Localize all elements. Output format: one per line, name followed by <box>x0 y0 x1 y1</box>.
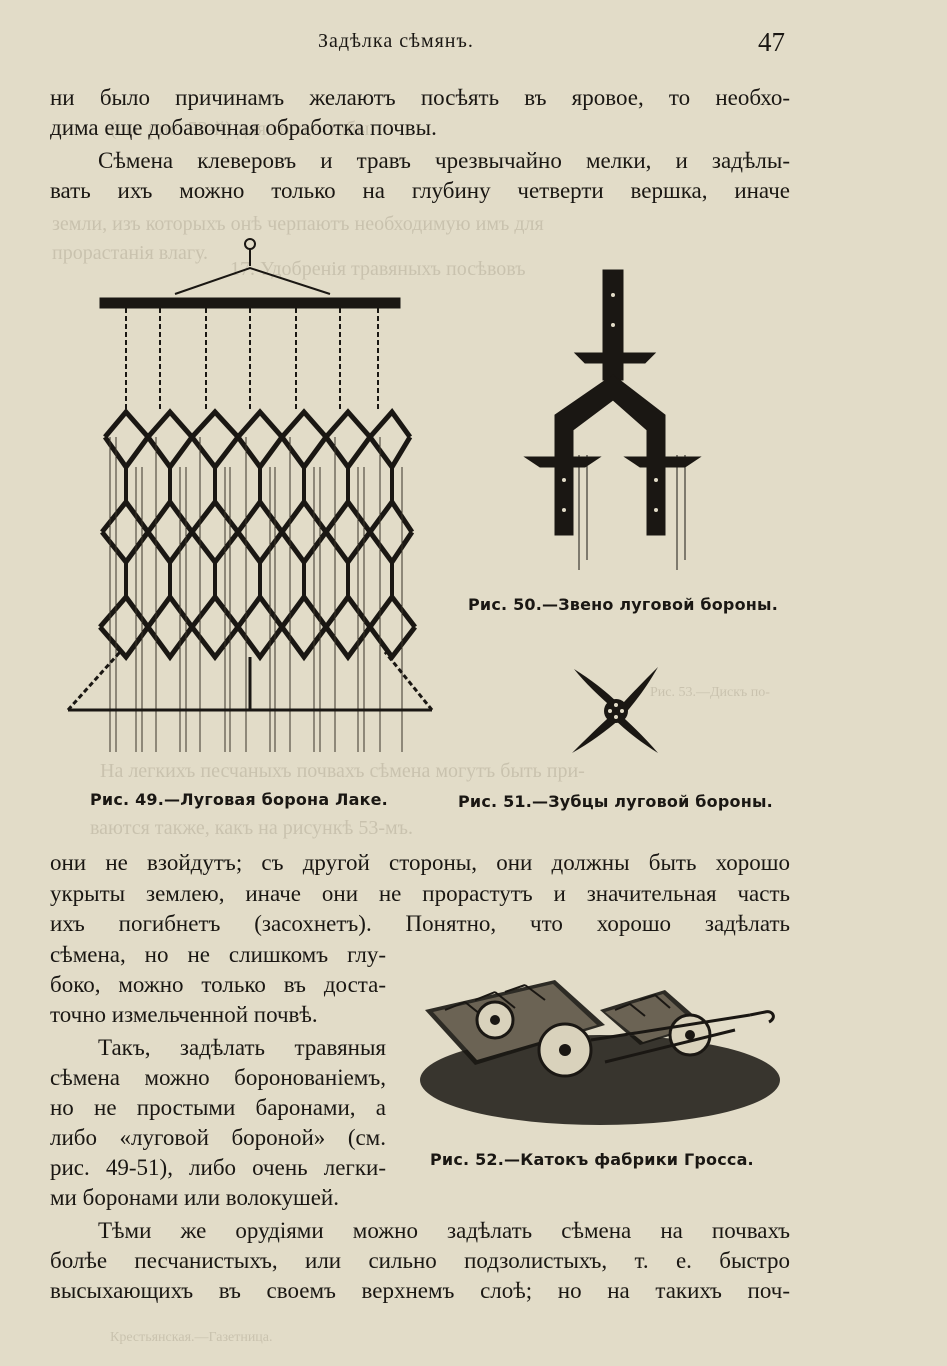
show-through-text: земли, изъ которыхъ онѣ черпаютъ необход… <box>52 213 544 235</box>
body-text-line: Такъ, задѣлать травяныя <box>98 1035 386 1060</box>
show-through-text: Крестьянская.—Газетница. <box>110 1330 273 1345</box>
body-text-line: Тѣми же орудіями можно задѣлать сѣмена н… <box>98 1218 790 1243</box>
show-through-text: прорастанія влагу. <box>52 242 209 264</box>
page-number: 47 <box>758 27 785 57</box>
harrow-link-illustration <box>523 269 702 570</box>
body-text-line: ихъ погибнетъ (засохнетъ). Понятно, что … <box>50 911 790 936</box>
figure-49-caption: Рис. 49.—Луговая борона Лаке. <box>90 790 388 809</box>
body-text-line: рис. 49-51), либо очень легки- <box>50 1155 386 1180</box>
show-through-text: ваются также, какъ на рисункѣ 53-мъ. <box>90 817 413 839</box>
body-text-line: дима еще добавочная обработка почвы. <box>50 115 437 140</box>
body-text-line: укрыты землею, иначе они не прорастутъ и… <box>50 881 790 906</box>
roller-illustration <box>420 980 780 1125</box>
body-text-line: вать ихъ можно только на глубину четверт… <box>50 178 790 203</box>
figure-51-caption: Рис. 51.—Зубцы луговой бороны. <box>458 792 773 811</box>
meadow-harrow-illustration <box>66 238 434 752</box>
running-title: Задѣлка сѣмянъ. <box>318 30 474 52</box>
show-through-text: На легкихъ песчаныхъ почвахъ сѣмена могу… <box>100 760 585 782</box>
body-text-line: сѣмена, но не слишкомъ глу- <box>50 942 386 967</box>
figure-50-caption: Рис. 50.—Звено луговой бороны. <box>468 595 778 614</box>
body-text-line: они не взойдутъ; съ другой стороны, они … <box>50 850 790 875</box>
body-text-line: но не простыми баронами, а <box>50 1095 386 1120</box>
figure-52-caption: Рис. 52.—Катокъ фабрики Гросса. <box>430 1150 754 1169</box>
body-text-line: ми боронами или волокушей. <box>50 1185 339 1210</box>
body-text-line: точно измельченной почвѣ. <box>50 1002 318 1027</box>
body-text-line: боко, можно только въ доста- <box>50 972 386 997</box>
body-text-line: болѣе песчанистыхъ, или сильно подзолист… <box>50 1248 790 1273</box>
show-through-text: Рис. 53.—Дискъ по- <box>650 685 770 700</box>
show-through-text: 17. Удобренія травяныхъ посѣвовъ <box>230 258 526 280</box>
body-text-line: Сѣмена клеверовъ и травъ чрезвычайно мел… <box>98 148 790 173</box>
body-text-line: высыхающихъ въ своемъ верхнемъ слоѣ; но … <box>50 1278 790 1303</box>
body-text-line: сѣмена можно боронованіемъ, <box>50 1065 386 1090</box>
body-text-line: ни было причинамъ желаютъ посѣять въ яро… <box>50 85 790 110</box>
show-through-text: (см. рис. 53-й) для того, чтобы <box>110 118 370 140</box>
body-text-line: либо «луговой бороной» (см. <box>50 1125 386 1150</box>
page-header: Задѣлка сѣмянъ. 47 <box>0 27 947 64</box>
harrow-teeth-illustration <box>572 667 658 753</box>
